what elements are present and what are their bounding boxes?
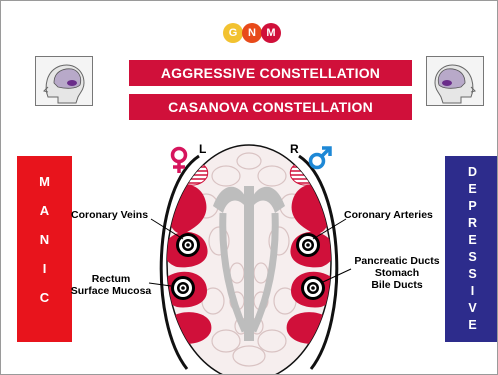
rectum-label: Rectum Surface Mucosa — [65, 273, 157, 297]
pancreatic-label: Pancreatic Ducts Stomach Bile Ducts — [351, 255, 443, 291]
male-symbol-icon — [311, 148, 331, 168]
pancreatic-label-line: Bile Ducts — [351, 279, 443, 291]
coronary-arteries-label: Coronary Arteries — [344, 209, 433, 221]
coronary-veins-label: Coronary Veins — [71, 209, 148, 221]
rectum-label-line: Rectum — [65, 273, 157, 285]
target-icon-left-lower — [171, 276, 195, 300]
rectum-label-line: Surface Mucosa — [65, 285, 157, 297]
right-side-mark: R — [290, 143, 299, 155]
pancreatic-label-line: Pancreatic Ducts — [351, 255, 443, 267]
target-icon-right-lower — [301, 276, 325, 300]
pancreatic-label-line: Stomach — [351, 267, 443, 279]
left-side-mark: L — [199, 143, 206, 155]
